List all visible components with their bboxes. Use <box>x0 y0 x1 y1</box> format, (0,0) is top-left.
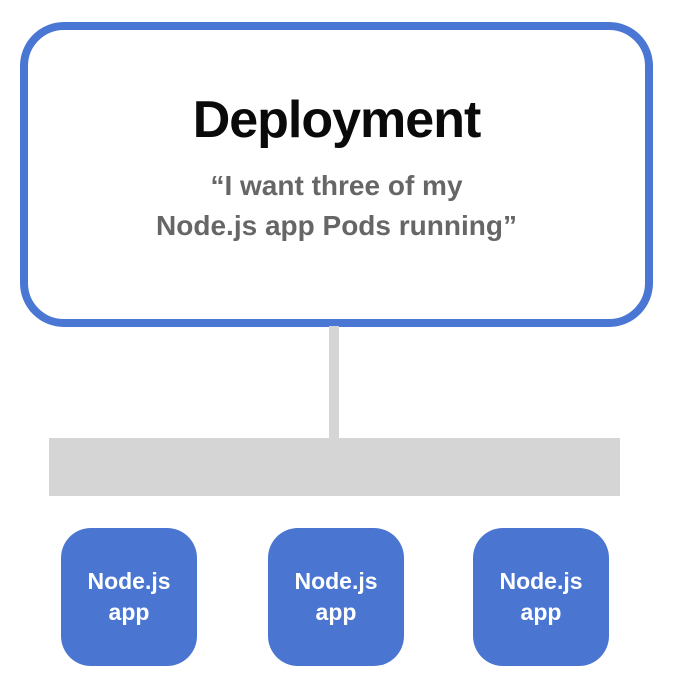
pod-label-line1: Node.js <box>499 568 583 594</box>
pod-node-app-1: Node.js app <box>61 528 197 666</box>
pod-label: Node.js app <box>294 566 377 628</box>
deployment-quote-line1: “I want three of my <box>210 170 463 201</box>
pod-label-line1: Node.js <box>294 568 378 594</box>
pod-label-line2: app <box>315 599 357 625</box>
pod-node-app-3: Node.js app <box>473 528 609 666</box>
pod-node-app-2: Node.js app <box>268 528 404 666</box>
pod-label: Node.js app <box>87 566 170 628</box>
deployment-quote-line2: Node.js app Pods running” <box>156 210 517 241</box>
connector-line <box>329 326 339 438</box>
pod-label-line2: app <box>520 599 562 625</box>
deployment-box: Deployment “I want three of my Node.js a… <box>20 22 653 327</box>
pod-label-line1: Node.js <box>87 568 171 594</box>
replica-bar <box>49 438 620 496</box>
pod-label: Node.js app <box>499 566 582 628</box>
pod-label-line2: app <box>108 599 150 625</box>
deployment-title: Deployment <box>192 91 482 149</box>
deployment-quote: “I want three of my Node.js app Pods run… <box>28 166 645 246</box>
